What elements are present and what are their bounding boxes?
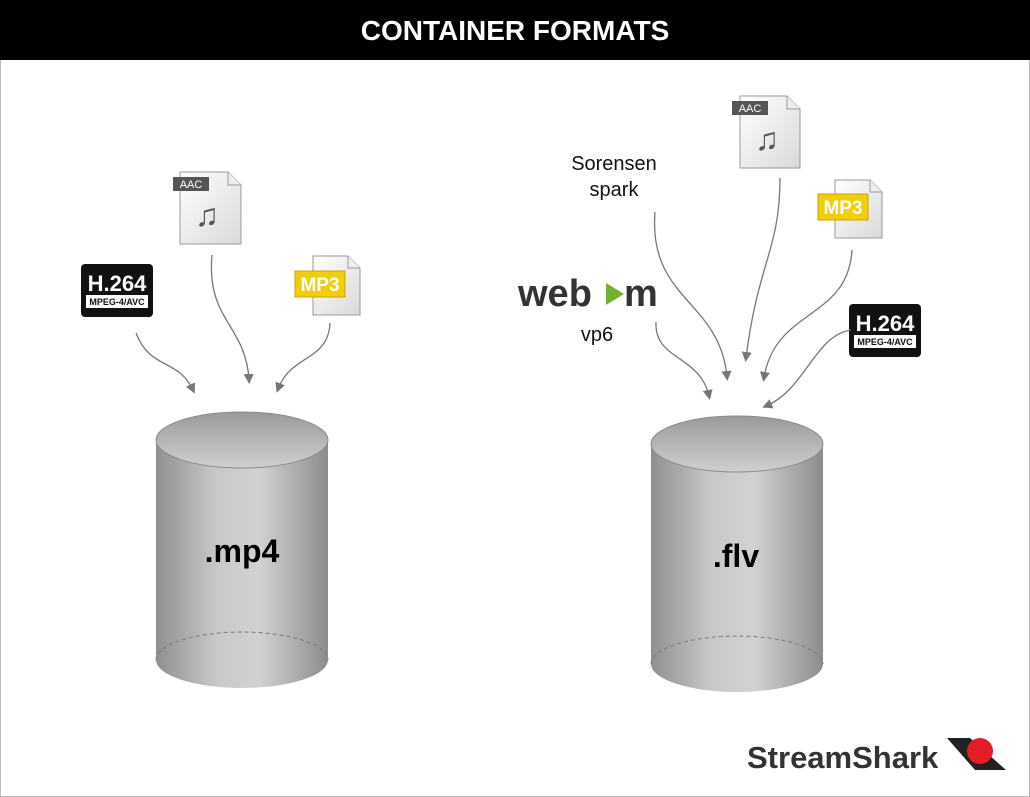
h264-badge-left-title: H.264 [88,271,147,296]
sorensen-spark-label-line2: spark [590,179,640,201]
aac-file-icon-left: AAC ♫ [173,171,242,245]
webm-logo: web m [517,273,658,315]
webm-logo-right: m [624,273,658,315]
page-title: CONTAINER FORMATS [360,15,670,46]
flv-container-label: .flv [713,538,759,574]
arrow-mp3-to-flv [759,249,853,382]
flv-input-arrows [653,177,853,409]
h264-badge-left-subtitle: MPEG-4/AVC [89,297,145,307]
arrow-sorensen-to-flv [653,211,732,381]
sorensen-spark-label-line1: Sorensen [571,153,657,175]
aac-file-icon-right-label: AAC [739,103,762,115]
arrow-vp6-to-flv [655,321,713,400]
mp3-file-icon-right-label: MP3 [823,198,862,219]
mp4-input-arrows [135,254,331,394]
streamshark-wordmark: StreamShark [747,740,939,775]
vp6-label: vp6 [581,324,613,346]
aac-file-icon-left-label: AAC [180,179,203,191]
h264-badge-right-subtitle: MPEG-4/AVC [857,337,913,347]
webm-play-icon [606,283,624,305]
mp3-file-icon-left: MP3 [294,255,361,316]
h264-badge-left: H.264 MPEG-4/AVC [81,264,153,317]
h264-badge-right: H.264 MPEG-4/AVC [849,304,921,357]
arrow-aac-to-mp4 [210,254,254,384]
aac-file-icon-right: AAC ♫ [732,95,801,169]
arrow-mp3-to-mp4 [275,322,331,393]
streamshark-logo: StreamShark [747,738,1006,775]
mp3-file-icon-right: MP3 [817,179,883,239]
music-note-icon: ♫ [755,121,779,157]
mp3-file-icon-left-label: MP3 [300,275,339,296]
mp4-container-label: .mp4 [205,533,280,569]
arrow-aac-to-flv [741,177,781,362]
music-note-icon: ♫ [195,197,219,233]
arrow-h264-to-mp4 [135,332,195,394]
red-dot-icon [967,738,993,764]
title-bar: CONTAINER FORMATS [0,0,1030,60]
h264-badge-right-title: H.264 [856,311,915,336]
flv-cylinder [650,415,824,692]
mp4-cylinder [155,411,329,688]
arrow-h264-to-flv [762,329,852,409]
webm-logo-left: web [517,273,592,315]
